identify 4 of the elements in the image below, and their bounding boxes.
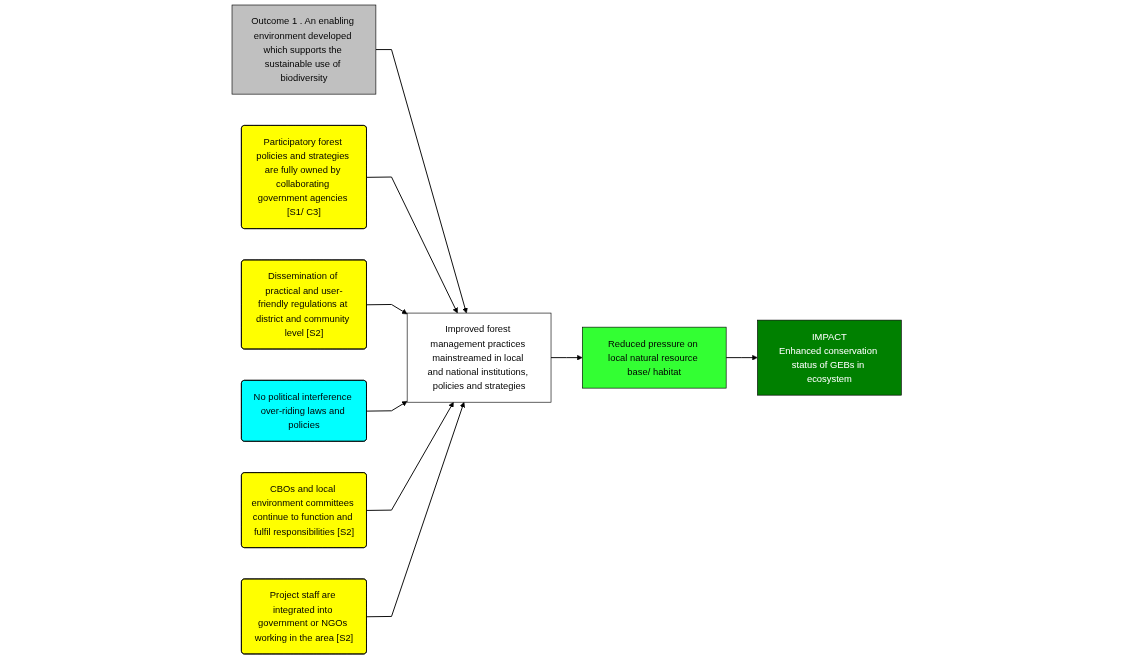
node-box: IMPACT Enhanced conservation status of GEBs in ecosystem [756, 319, 902, 396]
node-box: Outcome 1 . An enabling environment developed which supports the sustainable use of biodiversity [231, 4, 377, 95]
node-box: Improved forest management practices mainstreamed in local and national institutions, policies and strategies [406, 312, 552, 403]
node-box: Reduced pressure on local natural resource base/ habitat [581, 326, 727, 389]
